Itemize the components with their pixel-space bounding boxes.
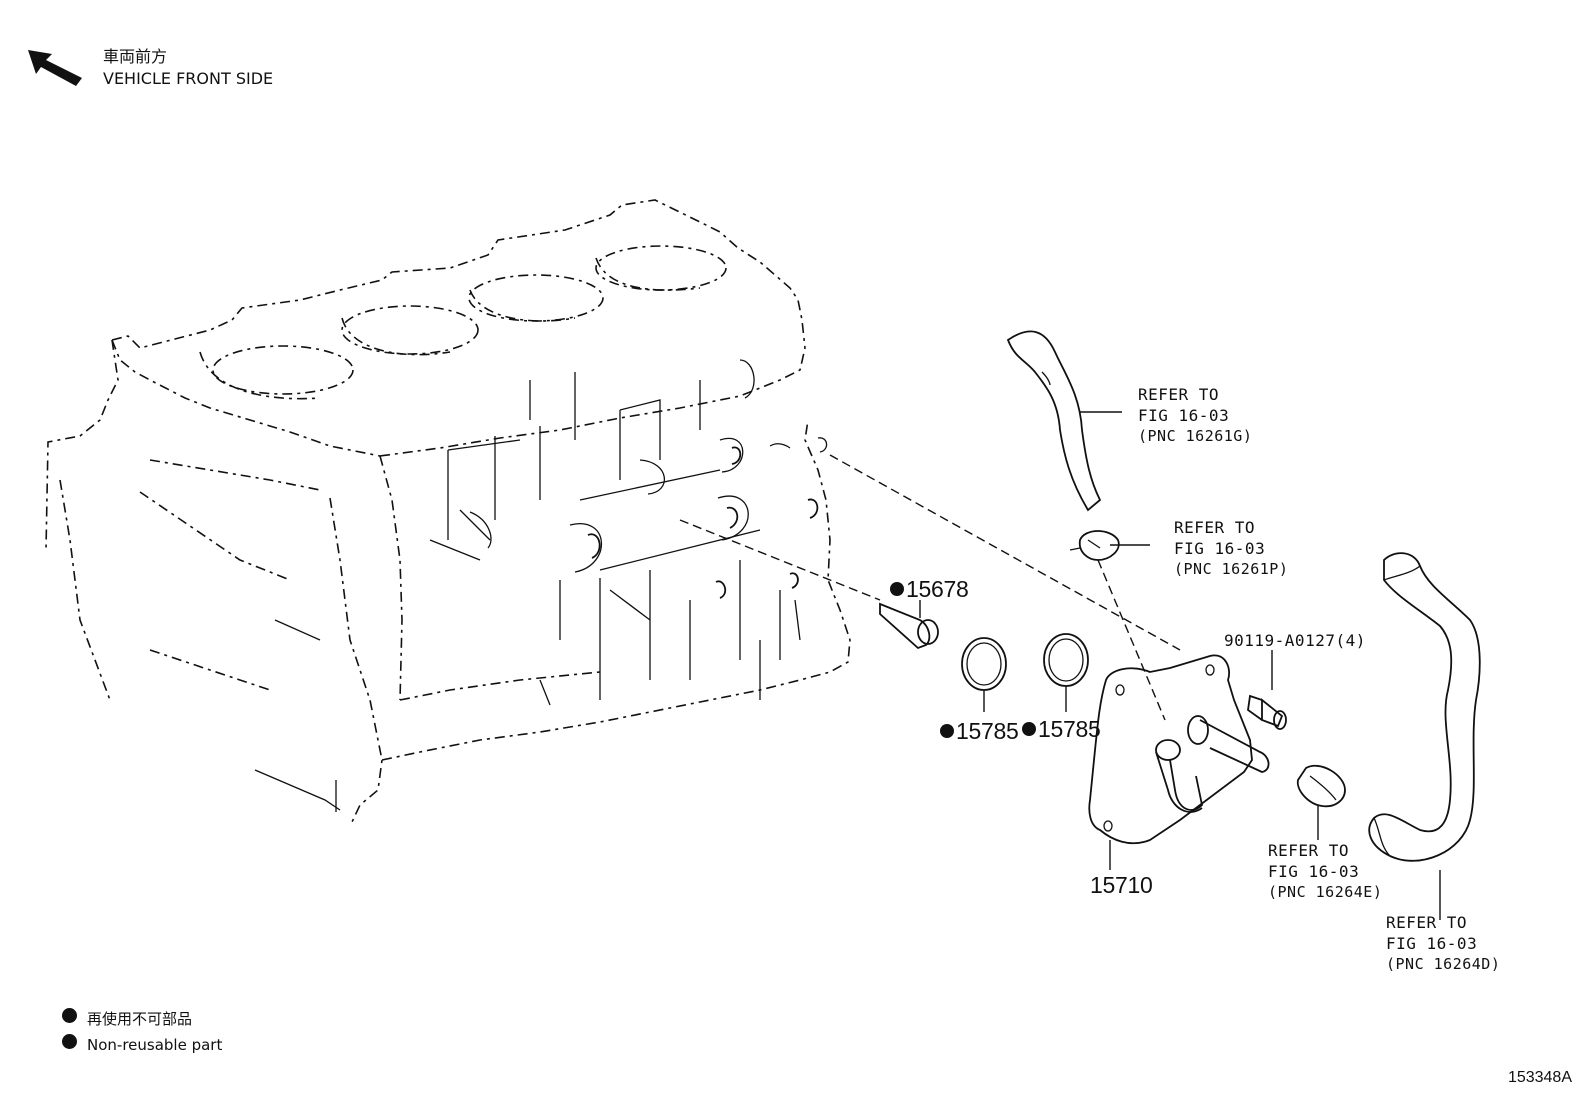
callout-line: REFER TO (1174, 518, 1256, 537)
figure-id: 153348A (1507, 1069, 1572, 1086)
oil-cooler-15710 (1088, 654, 1270, 870)
callout-16261P: REFER TO FIG 16-03 (PNC 16261P) (1174, 517, 1288, 580)
lower-hose-16264D (1368, 552, 1481, 920)
legend: 再使用不可部品 Non-reusable part (62, 1006, 222, 1058)
non-reusable-marker (62, 1034, 77, 1049)
vehicle-front-label-jp: 車両前方 (103, 47, 168, 66)
legend-row-en: Non-reusable part (62, 1032, 222, 1058)
callout-line: FIG 16-03 (1268, 862, 1360, 881)
callout-pnc: (PNC 16264E) (1268, 883, 1383, 901)
union-15678 (879, 600, 939, 650)
non-reusable-marker (62, 1008, 77, 1023)
callout-line: FIG 16-03 (1174, 539, 1266, 558)
part-gasket-label-1: 15785 (940, 718, 1019, 745)
hose-clip-16264E (1296, 765, 1346, 840)
callout-16264E: REFER TO FIG 16-03 (PNC 16264E) (1268, 840, 1382, 903)
gaskets-15785 (961, 633, 1089, 712)
callout-pnc: (PNC 16261G) (1138, 427, 1253, 445)
callout-line: REFER TO (1386, 913, 1468, 932)
part-oil-cooler-label: 15710 (1090, 872, 1153, 898)
non-reusable-marker (940, 724, 954, 738)
bolt-90119 (1247, 650, 1287, 730)
non-reusable-marker (890, 582, 904, 596)
callout-16264D: REFER TO FIG 16-03 (PNC 16264D) (1386, 912, 1500, 975)
engine-block-outline (45, 199, 851, 823)
callout-line: REFER TO (1138, 385, 1220, 404)
callout-16261G: REFER TO FIG 16-03 (PNC 16261G) (1138, 384, 1252, 447)
arrow-up-left-icon (28, 50, 82, 86)
part-gasket-label-2: 15785 (1022, 716, 1101, 743)
legend-row-jp: 再使用不可部品 (62, 1006, 222, 1032)
assembly-lines (679, 454, 1181, 721)
hose-clip-16261P (1069, 530, 1150, 561)
callout-line: FIG 16-03 (1386, 934, 1478, 953)
upper-hose-16261G (1006, 330, 1122, 512)
non-reusable-marker (1022, 722, 1036, 736)
vehicle-front-label-en: VEHICLE FRONT SIDE (103, 69, 274, 88)
callout-pnc: (PNC 16261P) (1174, 560, 1289, 578)
part-union-label: 15678 (890, 576, 969, 603)
callout-line: REFER TO (1268, 841, 1350, 860)
callout-pnc: (PNC 16264D) (1386, 955, 1501, 973)
bolt-part-number: 90119-A0127(4) (1224, 631, 1366, 650)
callout-line: FIG 16-03 (1138, 406, 1230, 425)
